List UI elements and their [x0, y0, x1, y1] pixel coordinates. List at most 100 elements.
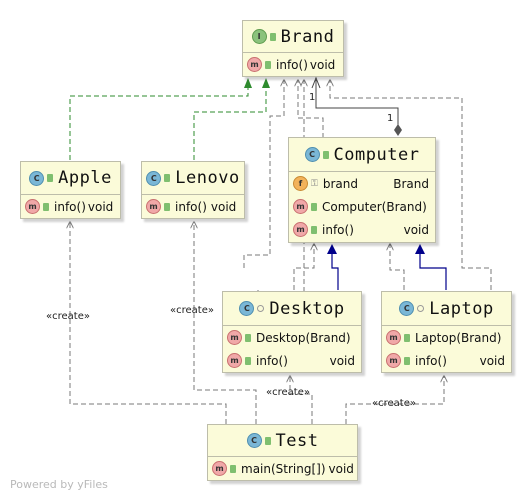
method-icon: m [293, 222, 308, 237]
desktop-member-info: m info() void [223, 349, 361, 372]
dependency-edges-to-computer [293, 244, 405, 290]
public-visibility-icon [47, 174, 54, 182]
laptop-member-constructor: m Laptop(Brand) [382, 326, 511, 349]
inheritance-edge-desktop-computer [327, 244, 339, 290]
desktop-member-constructor: m Desktop(Brand) [223, 326, 361, 349]
package-visibility-icon [417, 305, 425, 312]
method-icon: m [227, 353, 242, 368]
method-icon: m [293, 199, 308, 214]
member-name: Laptop(Brand) [415, 330, 502, 345]
class-icon: C [29, 170, 45, 186]
member-name: info() [415, 353, 447, 368]
create-label-lenovo: «create» [170, 305, 214, 316]
laptop-member-info: m info() void [382, 349, 511, 372]
laptop-header: C Laptop [382, 292, 511, 326]
member-name: info() [322, 222, 354, 237]
computer-member-brand: f ⚿ brand Brand [289, 172, 435, 195]
lenovo-header: C Lenovo [142, 162, 244, 195]
member-type: Brand [393, 176, 429, 191]
inheritance-edge-laptop-computer [415, 244, 447, 290]
member-name: Computer(Brand) [322, 199, 427, 214]
public-visibility-icon [269, 32, 276, 41]
desktop-header: C Desktop [223, 292, 361, 326]
lenovo-class-node[interactable]: C Lenovo m info() void [141, 161, 245, 219]
brand-interface-node[interactable]: I Brand m info() void [242, 20, 344, 77]
computer-title: Computer [333, 144, 420, 165]
create-label-apple: «create» [46, 311, 90, 322]
apple-title: Apple [58, 168, 112, 188]
public-visibility-icon [43, 202, 49, 211]
desktop-class-node[interactable]: C Desktop m Desktop(Brand) m info() void [222, 291, 362, 373]
brand-header: I Brand [243, 21, 343, 53]
public-visibility-icon [404, 356, 410, 365]
public-visibility-icon [245, 356, 251, 365]
laptop-class-node[interactable]: C Laptop m Laptop(Brand) m info() void [381, 291, 512, 373]
laptop-title: Laptop [429, 298, 494, 319]
method-icon: m [25, 199, 40, 214]
composition-edge-computer-brand [311, 76, 402, 136]
member-name: brand [322, 176, 358, 191]
member-type: void [403, 222, 429, 237]
method-icon: m [227, 330, 242, 345]
method-icon: m [146, 199, 161, 214]
computer-member-info: m info() void [289, 218, 435, 241]
lenovo-member-info: m info() void [142, 195, 244, 218]
create-edges-from-test [70, 222, 444, 424]
protected-key-icon: ⚿ [311, 178, 318, 189]
create-label-laptop: «create» [372, 398, 416, 409]
apple-class-node[interactable]: C Apple m info() void [20, 161, 121, 219]
member-name: main(String[]) [241, 461, 326, 476]
public-visibility-icon [230, 464, 236, 473]
member-type: void [210, 199, 237, 214]
realization-edge-apple-brand [69, 78, 252, 160]
public-visibility-icon [311, 202, 317, 211]
apple-member-info: m info() void [21, 195, 120, 218]
test-title: Test [275, 430, 319, 451]
method-icon: m [247, 57, 262, 72]
class-icon: C [146, 170, 162, 186]
multiplicity-label-brand-end: 1 [309, 92, 316, 103]
package-visibility-icon [257, 305, 265, 312]
computer-member-constructor: m Computer(Brand) [289, 195, 435, 218]
class-icon: C [239, 301, 255, 316]
member-name: info() [276, 57, 308, 72]
method-icon: m [386, 353, 401, 368]
public-visibility-icon [164, 174, 171, 182]
lenovo-title: Lenovo [175, 168, 240, 188]
public-visibility-icon [245, 333, 251, 342]
multiplicity-label-computer-end: 1 [387, 113, 394, 124]
public-visibility-icon [265, 60, 271, 69]
public-visibility-icon [322, 150, 329, 159]
yfiles-watermark: Powered by yFiles [10, 478, 108, 491]
static-method-icon: m [212, 461, 227, 476]
class-icon: C [399, 301, 415, 316]
apple-header: C Apple [21, 162, 120, 195]
member-name: Desktop(Brand) [256, 330, 351, 345]
public-visibility-icon [311, 225, 317, 234]
class-icon: C [304, 147, 320, 162]
public-visibility-icon [404, 333, 410, 342]
brand-title: Brand [280, 26, 335, 47]
computer-class-node[interactable]: C Computer f ⚿ brand Brand m Computer(Br… [288, 137, 436, 243]
member-name: info() [175, 199, 207, 214]
public-visibility-icon [164, 202, 170, 211]
create-label-desktop: «create» [266, 387, 310, 398]
test-header: C Test [208, 425, 357, 457]
member-type: void [328, 461, 354, 476]
runnable-class-icon: C [246, 433, 262, 448]
method-icon: m [386, 330, 401, 345]
test-class-node[interactable]: C Test m main(String[]) void [207, 424, 358, 481]
member-name: info() [256, 353, 288, 368]
computer-header: C Computer [289, 138, 435, 172]
desktop-title: Desktop [269, 298, 345, 319]
field-icon: f [293, 176, 308, 191]
brand-member-info: m info() void [243, 53, 343, 76]
member-type: void [309, 57, 336, 72]
test-member-main: m main(String[]) void [208, 457, 357, 480]
member-name: info() [54, 199, 86, 214]
public-visibility-icon [264, 436, 271, 445]
member-type: void [329, 353, 355, 368]
realization-edge-lenovo-brand [193, 78, 270, 160]
member-type: void [87, 199, 114, 214]
interface-icon: I [251, 29, 267, 44]
